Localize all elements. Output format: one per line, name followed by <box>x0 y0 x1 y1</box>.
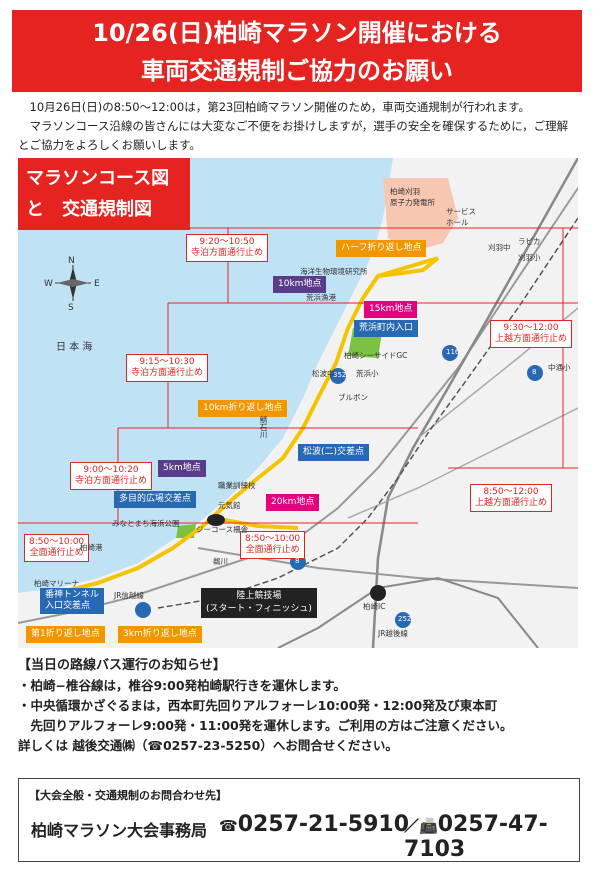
arahama-sho-label: 荒浜小 <box>356 369 379 378</box>
arahama-port-label: 荒浜漁港 <box>306 293 336 302</box>
contact-phone-number: 0257-21-5910 <box>237 812 410 837</box>
stadium-sub-label: (スタート・フィニッシュ) <box>206 604 312 614</box>
tamokuteki-intersection: 多目的広場交差点 <box>114 491 197 508</box>
map-title: マラソンコース図 と 交通規制図 <box>18 158 190 230</box>
map-graphic <box>18 158 578 648</box>
intro-paragraph-1: 10月26日(日)の8:50〜12:00は，第23回柏崎マラソン開催のため，車両… <box>29 100 531 114</box>
bus-company: 越後交通㈱ <box>72 738 135 753</box>
genki-kan-label: 元気館 <box>218 501 241 510</box>
bus-notice-heading: 【当日の路線バス運行のお知らせ】 <box>18 658 226 673</box>
bus-item-1: ・柏崎−椎谷線は，椎谷9:00発柏崎駅行きを運休します。 <box>18 678 346 693</box>
sea-label: 日 本 海 <box>56 342 93 353</box>
10km-point: 10km地点 <box>273 276 327 293</box>
seaside-gc-label: 柏崎シーサイドGC <box>344 351 408 360</box>
header-title-line1: 10/26(日)柏崎マラソン開催における <box>92 19 502 47</box>
10km-turn-point: 10km折り返し地点 <box>198 400 288 417</box>
contact-fax-number: 0257-47-7103 <box>404 812 548 862</box>
bus-item-2: ・中央循環かざぐるまは，西本町先回りアルフォーレ10:00発・12:00発及び東… <box>18 698 498 713</box>
course-map: マラソンコース図 と 交通規制図 N S E W 日 本 海 9:20〜10:5… <box>18 158 578 648</box>
g-course-label: ジーコース柵舎 <box>196 525 249 534</box>
vocational-school-label: 職業訓練校 <box>218 481 256 490</box>
fax-icon: ／📠 <box>404 817 438 835</box>
contact-title: 【大会全般・交通規制のお問合わせ先】 <box>29 789 227 802</box>
service-hall-label: サービスホール <box>446 207 476 227</box>
header-title-line2: 車両交通規制ご協力のお願い <box>141 57 453 85</box>
phone-icon: ☎ <box>219 817 238 835</box>
route-116: 116 <box>446 348 460 356</box>
first-turn-point: 第1折り返し地点 <box>26 626 105 643</box>
nakadori-sho-label: 中通小 <box>548 363 571 372</box>
rabika-label: ラピカ <box>518 237 541 246</box>
stadium-label: 陸上競技場 <box>236 591 282 601</box>
bus-phone: （☎0257-23-5250） <box>134 738 273 753</box>
route-252: 252 <box>398 615 412 623</box>
contact-box: 【大会全般・交通規制のお問合わせ先】 柏崎マラソン大会事務局 ☎0257-21-… <box>18 778 580 862</box>
kariwa-sho-label: 刈羽小 <box>518 253 541 262</box>
map-title-line1: マラソンコース図 <box>26 168 170 189</box>
notice-header: 10/26(日)柏崎マラソン開催における 車両交通規制ご協力のお願い <box>12 10 582 92</box>
bus-detail-post: へお問合せください。 <box>272 738 398 753</box>
nuclear-label: 柏崎刈羽原子力発電所 <box>390 187 435 207</box>
intro-paragraph-2: マラソンコース沿線の皆さんには大変なご不便をお掛けしますが，選手の安全を確保する… <box>18 119 569 152</box>
matsunami-intersection: 松波(二)交差点 <box>298 444 370 461</box>
bus-detail: 詳しくは 越後交通㈱（☎0257-23-5250）へお問合せください。 <box>18 736 584 756</box>
map-title-line2: と 交通規制図 <box>26 199 152 220</box>
kashiwazaki-ic-label: 柏崎IC <box>363 602 386 611</box>
3km-turn-point: 3km折り返し地点 <box>118 626 202 643</box>
compass-s: S <box>68 303 74 313</box>
compass-e: E <box>94 279 100 289</box>
compass-w: W <box>44 279 53 289</box>
matsunami-chu-label: 松波中 <box>312 369 335 378</box>
kashiwazaki-port-label: 柏崎港 <box>80 543 103 552</box>
bus-notice: 【当日の路線バス運行のお知らせ】 ・柏崎−椎谷線は，椎谷9:00発柏崎駅行きを運… <box>18 656 584 756</box>
jr-shinetsu-label: JR信越線 <box>114 591 144 600</box>
half-turn-point: ハーフ折り返し地点 <box>336 240 427 257</box>
arahama-entrance: 荒浜町内入口 <box>354 320 419 337</box>
compass-n: N <box>68 256 75 266</box>
bantou-tunnel-intersection: 番神トンネル 入口交差点 <box>40 588 104 614</box>
bourbon-label: ブルボン <box>338 393 368 402</box>
route-8-center: 8 <box>295 557 300 565</box>
route-352: 352 <box>333 371 347 379</box>
jr-echigo-label: JR越後線 <box>378 629 408 638</box>
contact-phone: ☎0257-21-5910 <box>219 812 409 837</box>
minatomachi-park-label: みなとまち海浜公園 <box>112 519 180 528</box>
contact-organization: 柏崎マラソン大会事務局 <box>31 821 208 840</box>
marine-lab-label: 海洋生物環境研究所 <box>300 267 368 276</box>
bus-detail-pre: 詳しくは <box>18 738 69 753</box>
20km-point: 20km地点 <box>266 494 320 511</box>
stadium-start-finish: 陸上競技場 (スタート・フィニッシュ) <box>201 588 317 618</box>
intro-text: 10月26日(日)の8:50〜12:00は，第23回柏崎マラソン開催のため，車両… <box>18 98 578 155</box>
sabaishi-river-label: 鯖石川 <box>259 416 268 439</box>
route-8-east: 8 <box>532 368 537 376</box>
15km-point: 15km地点 <box>364 301 418 318</box>
bus-item-2-cont: 先回りアルフォーレ9:00発・11:00発を運休します。ご利用の方はご注意くださ… <box>30 718 513 733</box>
ugawa-label: 鵜川 <box>213 557 228 566</box>
5km-point: 5km地点 <box>158 460 206 477</box>
contact-fax: ／📠0257-47-7103 <box>404 812 579 862</box>
marina-label: 柏崎マリーナ <box>34 579 79 588</box>
kariwa-chu-label: 刈羽中 <box>488 243 511 252</box>
